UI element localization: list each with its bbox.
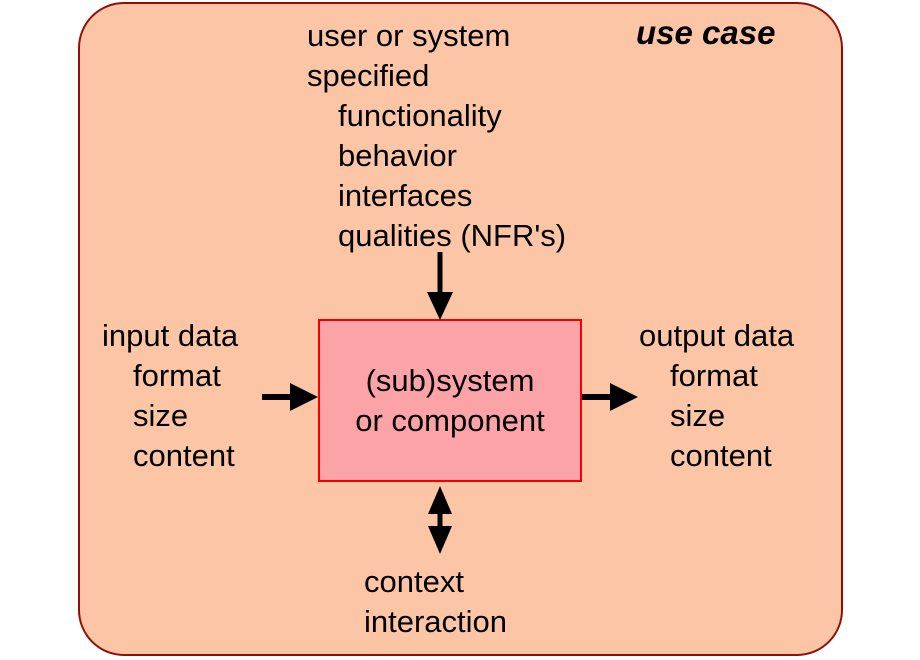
input-line: format: [133, 358, 221, 393]
arrow-right-input: [262, 380, 320, 419]
spec-line: interfaces: [338, 178, 473, 213]
arrow-updown-context: [422, 486, 458, 559]
component-label-line2: or component: [355, 402, 545, 438]
input-line: input data: [102, 318, 239, 353]
output-line: content: [670, 438, 772, 473]
use-case-boundary: use case user or system specified functi…: [78, 2, 843, 656]
arrow-right-output: [582, 380, 640, 419]
spec-line: specified: [307, 58, 430, 93]
component-box: (sub)system or component: [318, 319, 582, 482]
context-text-block: context interaction: [364, 562, 507, 642]
input-line: size: [133, 398, 189, 433]
spec-line: functionality: [338, 98, 502, 133]
output-line: format: [670, 358, 758, 393]
input-line: content: [133, 438, 235, 473]
output-line: size: [670, 398, 726, 433]
output-data-text-block: output data format size content: [639, 316, 794, 476]
spec-line: qualities (NFR's): [338, 218, 567, 253]
arrow-down-into-component: [422, 252, 458, 327]
input-data-text-block: input data format size content: [102, 316, 238, 476]
specification-text-block: user or system specified functionality b…: [307, 16, 566, 256]
spec-line: user or system: [307, 18, 511, 53]
use-case-label: use case: [636, 14, 776, 51]
component-label-line1: (sub)system: [365, 362, 535, 398]
spec-line: behavior: [338, 138, 457, 173]
output-line: output data: [639, 318, 795, 353]
context-line: context: [364, 564, 464, 599]
context-line: interaction: [364, 604, 508, 639]
